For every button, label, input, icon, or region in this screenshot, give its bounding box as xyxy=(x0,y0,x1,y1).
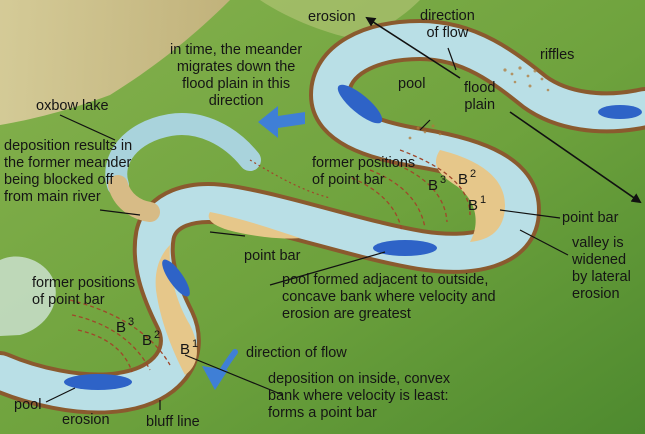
label-riffles: riffles xyxy=(540,47,575,63)
label-erosion-bottom: erosion xyxy=(62,412,110,428)
label-direction-of-flow-top: direction of flow xyxy=(420,8,475,41)
pool-bottom xyxy=(64,374,132,390)
valley-soil-top xyxy=(260,0,420,40)
label-flood-plain: flood plain xyxy=(464,80,496,113)
point-bar-upper xyxy=(435,150,505,242)
left-pale-plain xyxy=(0,256,56,336)
label-point-bar-center: point bar xyxy=(244,248,301,264)
label-oxbow-lake: oxbow lake xyxy=(36,98,109,114)
label-meander-migrates: in time, the meander migrates down the f… xyxy=(170,42,303,109)
label-deposition-results: deposition results in the former meander… xyxy=(4,138,133,205)
former-point-bar-lines-lower xyxy=(69,299,171,373)
pool-upper xyxy=(337,84,383,124)
label-direction-of-flow-bottom: direction of flow xyxy=(246,345,347,361)
pool-center xyxy=(373,240,437,256)
flood-plain-arrow-up xyxy=(365,16,461,79)
riffle-deposits xyxy=(408,66,550,140)
flow-direction-arrow xyxy=(202,349,238,390)
migration-arrow xyxy=(258,106,305,138)
label-pool-bottom: pool xyxy=(14,397,42,413)
oxbow-lake xyxy=(105,113,261,196)
label-valley-widened: valley is widened by lateral erosion xyxy=(572,235,631,302)
leader-lines xyxy=(45,47,569,410)
pool-left xyxy=(162,259,190,297)
valley-soil-left xyxy=(0,0,230,125)
label-erosion-top: erosion xyxy=(308,9,356,25)
flood-plain-arrow-down xyxy=(509,111,642,204)
label-former-positions-lower: former positions of point bar xyxy=(32,275,136,308)
label-pool-formed-outside: pool formed adjacent to outside, concave… xyxy=(282,272,496,322)
former-point-bar-lines-upper xyxy=(351,149,471,233)
label-bluff-line: bluff line xyxy=(146,414,200,430)
point-bar-center xyxy=(208,212,300,239)
label-deposition-inside: deposition on inside, convex bank where … xyxy=(268,371,451,421)
label-former-positions-upper: former positions of point bar xyxy=(312,155,416,188)
pool-right-edge xyxy=(598,105,642,119)
point-bar-lower xyxy=(155,245,197,375)
label-point-bar-right: point bar xyxy=(562,210,619,226)
label-pool-top: pool xyxy=(398,76,426,92)
oxbow-blocked-deposit xyxy=(108,175,160,222)
